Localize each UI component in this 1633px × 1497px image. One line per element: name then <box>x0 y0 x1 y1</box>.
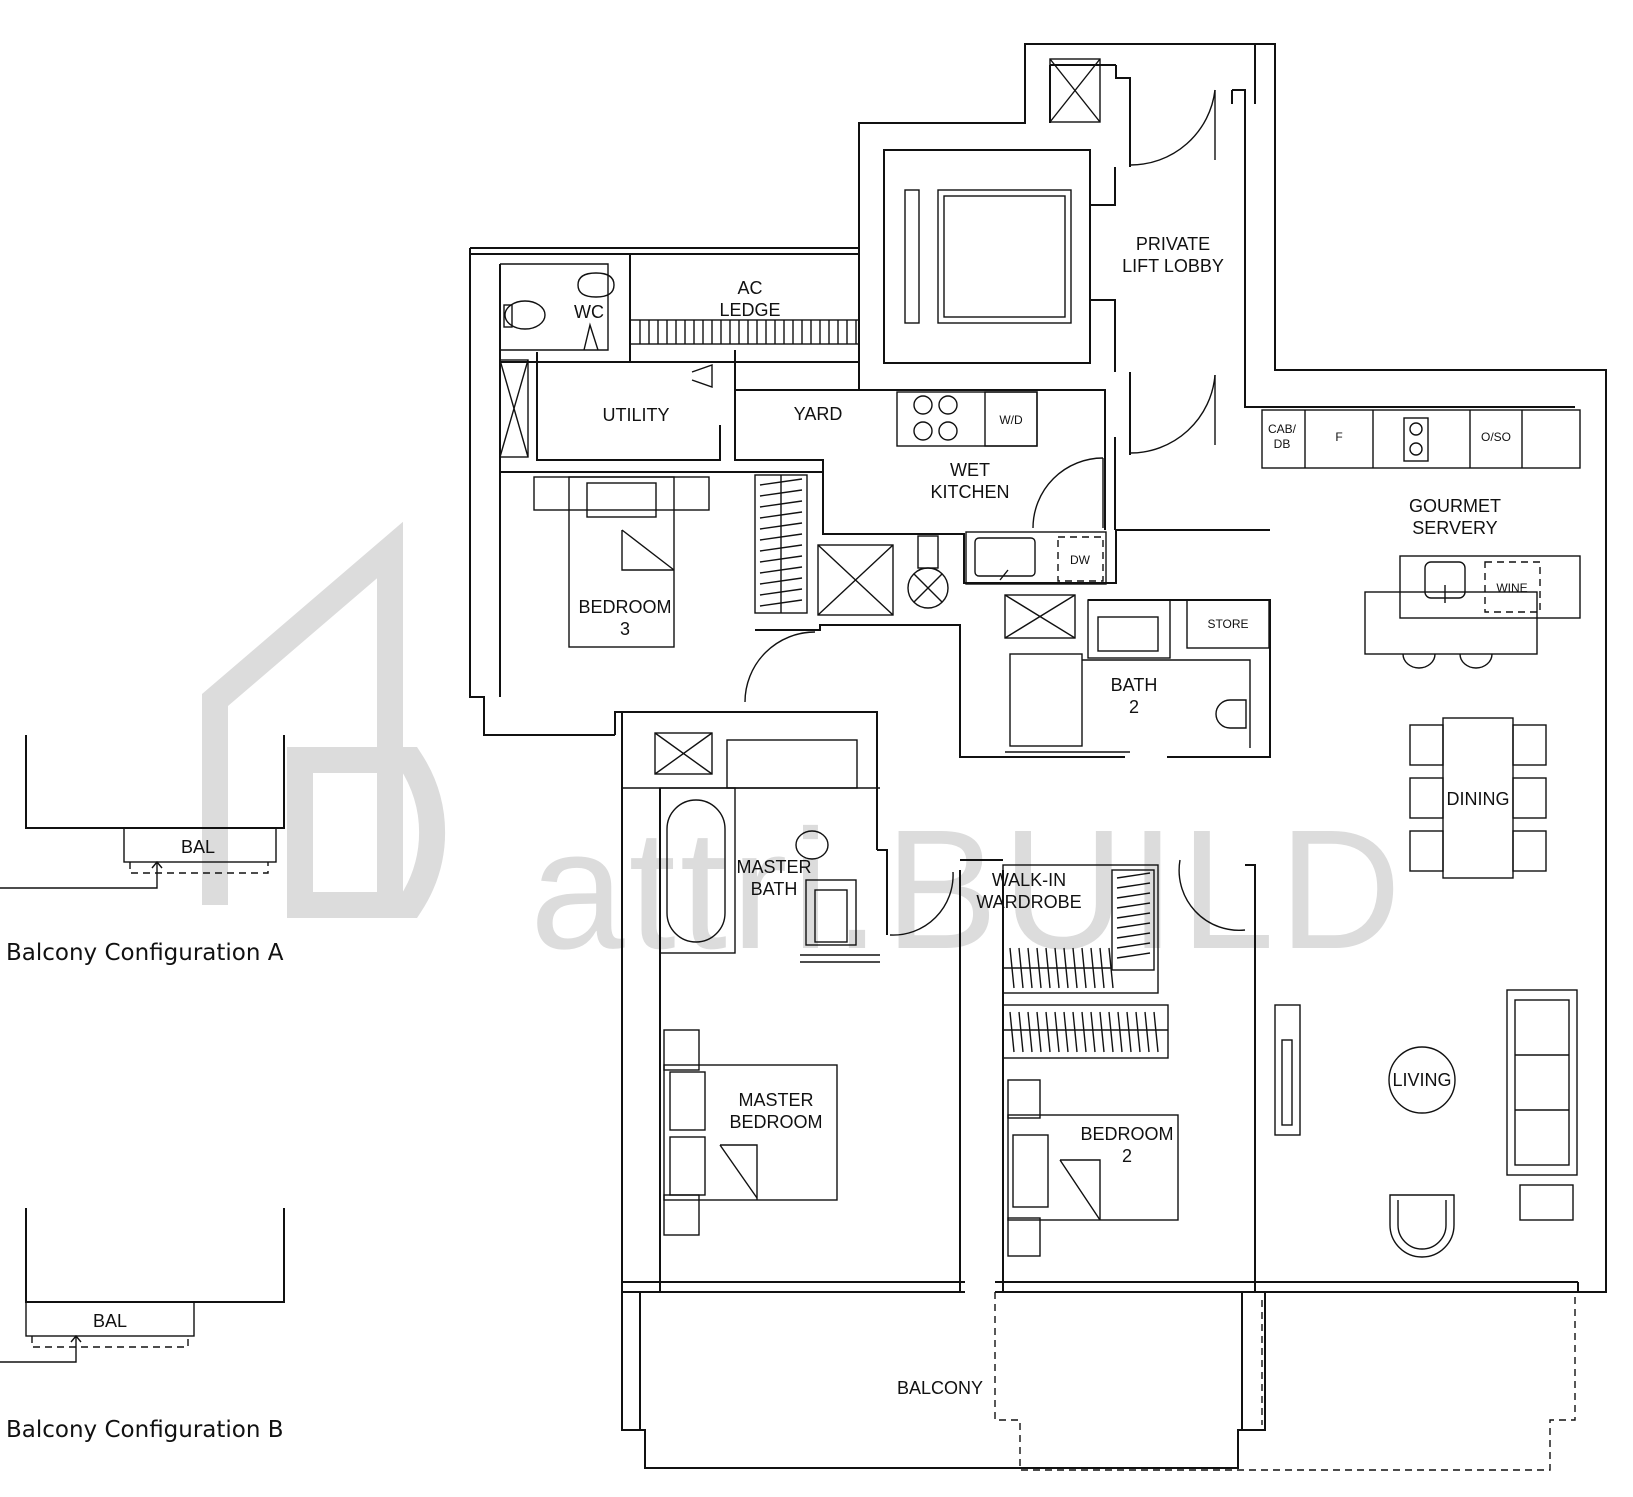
hatch-line <box>1153 1011 1159 1053</box>
living-label: LIVING <box>1392 1070 1451 1090</box>
hatch-line <box>1116 882 1151 889</box>
hatch-line <box>1027 1011 1033 1053</box>
watermark: attri.BUILD <box>202 521 1405 985</box>
gourmet-servery-label-2: SERVERY <box>1412 518 1497 538</box>
config-b-bal-label: BAL <box>93 1311 127 1331</box>
hatch-line <box>1116 952 1151 959</box>
hatch-line <box>1144 1011 1150 1053</box>
master-bath-label-1: MASTER <box>736 857 811 877</box>
dining-label: DINING <box>1447 789 1510 809</box>
hatch-line <box>1018 1011 1024 1053</box>
bath2-label-1: BATH <box>1111 675 1158 695</box>
balcony-config-b: BAL Balcony Configuration B <box>0 1208 285 1443</box>
wine-label: WINE <box>1496 581 1527 595</box>
hatch-line <box>1116 932 1151 939</box>
hatch-line <box>1072 1011 1078 1053</box>
walk-in-wardrobe-label-2: WARDROBE <box>976 892 1081 912</box>
ac-ledge-label-2: LEDGE <box>719 300 780 320</box>
master-bedroom-label-1: MASTER <box>738 1090 813 1110</box>
utility-label: UTILITY <box>602 405 669 425</box>
wet-kitchen-label-2: KITCHEN <box>930 482 1009 502</box>
walk-in-wardrobe-label-1: WALK-IN <box>992 870 1066 890</box>
master-bedroom-label-2: BEDROOM <box>729 1112 822 1132</box>
hatch-line <box>1009 1011 1015 1053</box>
config-a-caption: Balcony Configuration A <box>6 940 284 966</box>
wd-label: W/D <box>999 413 1023 427</box>
wc-label: WC <box>574 302 604 322</box>
hatch-line <box>1045 1011 1051 1053</box>
balcony-label: BALCONY <box>897 1378 983 1398</box>
hatch-line <box>1116 912 1151 919</box>
ac-ledge-label-1: AC <box>737 278 762 298</box>
walls: W/D DW <box>469 43 1607 1471</box>
balcony-config-a: BAL Balcony Configuration A <box>0 735 285 966</box>
config-a-bal-label: BAL <box>181 837 215 857</box>
bedroom3-label-1: BEDROOM <box>578 597 671 617</box>
hatch-line <box>1108 1011 1114 1053</box>
ac-ledge-railing <box>639 320 857 344</box>
hatch-line <box>1116 872 1151 879</box>
bedroom2-label-1: BEDROOM <box>1080 1124 1173 1144</box>
wardrobe-hangers <box>759 475 803 613</box>
room-labels: WC AC LEDGE PRIVATE LIFT LOBBY UTILITY Y… <box>574 234 1528 1398</box>
lift-lobby-label-1: PRIVATE <box>1136 234 1210 254</box>
wardrobe-hangers <box>1003 872 1168 1053</box>
hatch-line <box>1099 1011 1105 1053</box>
hatch-line <box>1116 892 1151 899</box>
hatch-line <box>1117 1011 1123 1053</box>
hatch-line <box>1063 1011 1069 1053</box>
bedroom3-label-2: 3 <box>620 619 630 639</box>
dw-label: DW <box>1070 553 1091 567</box>
oven-label: O/SO <box>1481 430 1511 444</box>
gourmet-servery-label-1: GOURMET <box>1409 496 1501 516</box>
config-b-caption: Balcony Configuration B <box>6 1417 284 1443</box>
bath2-label-2: 2 <box>1129 697 1139 717</box>
hatch-line <box>1036 1011 1042 1053</box>
hatch-line <box>1135 1011 1141 1053</box>
hatch-line <box>1090 1011 1096 1053</box>
cab-db-label-2: DB <box>1274 437 1291 451</box>
store-label: STORE <box>1207 617 1248 631</box>
hatch-line <box>1116 942 1151 949</box>
cab-db-label-1: CAB/ <box>1268 422 1297 436</box>
watermark-brand: attri.BUILD <box>530 795 1405 985</box>
hatch-line <box>1116 902 1151 909</box>
wet-kitchen-label-1: WET <box>950 460 990 480</box>
hatch-line <box>1054 1011 1060 1053</box>
hatch-line <box>1081 1011 1087 1053</box>
bedroom2-label-2: 2 <box>1122 1146 1132 1166</box>
fridge-label: F <box>1335 430 1342 444</box>
doors <box>1129 89 1216 454</box>
hatch-line <box>1116 922 1151 929</box>
hatch-line <box>1126 1011 1132 1053</box>
master-bath-label-2: BATH <box>751 879 798 899</box>
lift-lobby-label-2: LIFT LOBBY <box>1122 256 1224 276</box>
yard-label: YARD <box>794 404 843 424</box>
